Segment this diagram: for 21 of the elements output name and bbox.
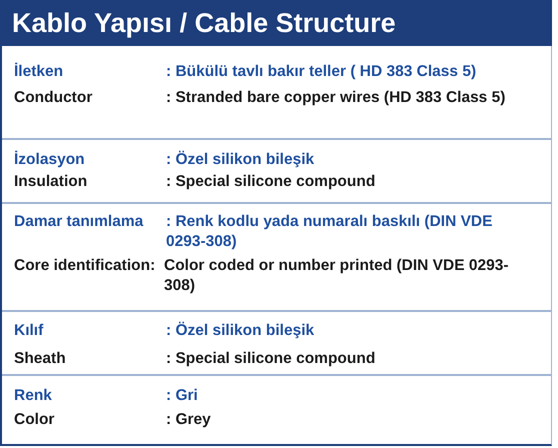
property-name: Sheath [14, 349, 67, 369]
property-name: Insulation [14, 172, 88, 192]
property-value: Color coded or number printed (DIN VDE 0293-308) [164, 256, 510, 296]
property-name: Conductor [14, 88, 94, 108]
property-value: : Özel silikon bileşik [166, 321, 316, 341]
property-name: İletken [14, 62, 64, 82]
property-value: : Gri [166, 386, 199, 406]
property-name: Color [14, 410, 56, 430]
property-value: : Grey [166, 410, 212, 430]
property-name: Damar tanımlama [14, 212, 144, 232]
property-value: : Special silicone compound [166, 349, 376, 369]
property-value: : Renk kodlu yada numaralı baskılı (DIN VDE 0293-308) [166, 212, 494, 252]
property-name: Renk [14, 386, 53, 406]
property-name: Core identification: [14, 256, 156, 276]
header-title: Kablo Yapısı / Cable Structure [0, 0, 552, 46]
property-name: Kılıf [14, 321, 44, 341]
property-name: İzolasyon [14, 150, 86, 170]
property-value: : Özel silikon bileşik [166, 150, 316, 170]
property-value: : Stranded bare copper wires (HD 383 Class 5) [166, 88, 506, 108]
property-value: : Special silicone compound [166, 172, 376, 192]
property-value: : Bükülü tavlı bakır teller ( HD 383 Class 5) [166, 62, 478, 82]
